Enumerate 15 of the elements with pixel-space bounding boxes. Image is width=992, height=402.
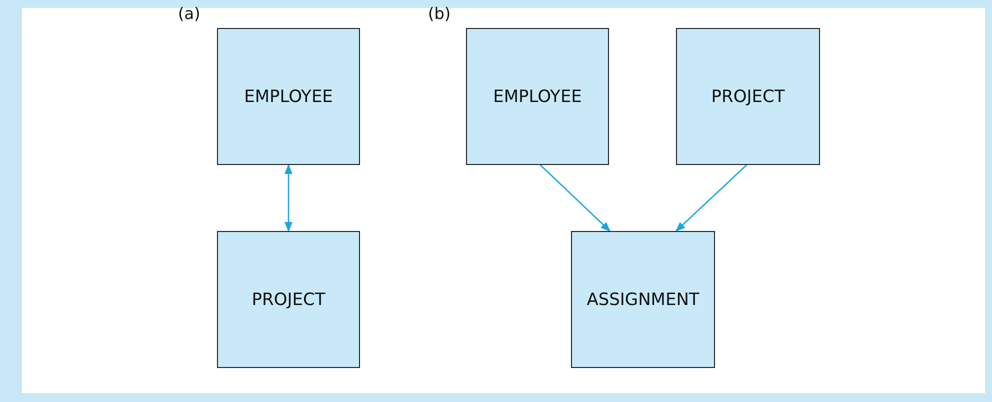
arrow <box>540 164 611 232</box>
entity-name: PROJECT <box>252 290 326 310</box>
entity-name: EMPLOYEE <box>244 86 333 106</box>
entity-box <box>466 28 609 165</box>
panel-label: (b) <box>428 4 451 23</box>
entity-box <box>571 231 715 368</box>
arrow <box>284 164 292 232</box>
entity-box <box>676 28 820 165</box>
entity-box <box>217 231 360 368</box>
panel-label: (a) <box>178 4 200 23</box>
entity-name: EMPLOYEE <box>493 86 582 106</box>
entity-box <box>217 28 360 165</box>
entity-name: PROJECT <box>711 86 785 106</box>
entity-name: ASSIGNMENT <box>586 290 700 310</box>
arrow <box>675 164 747 232</box>
